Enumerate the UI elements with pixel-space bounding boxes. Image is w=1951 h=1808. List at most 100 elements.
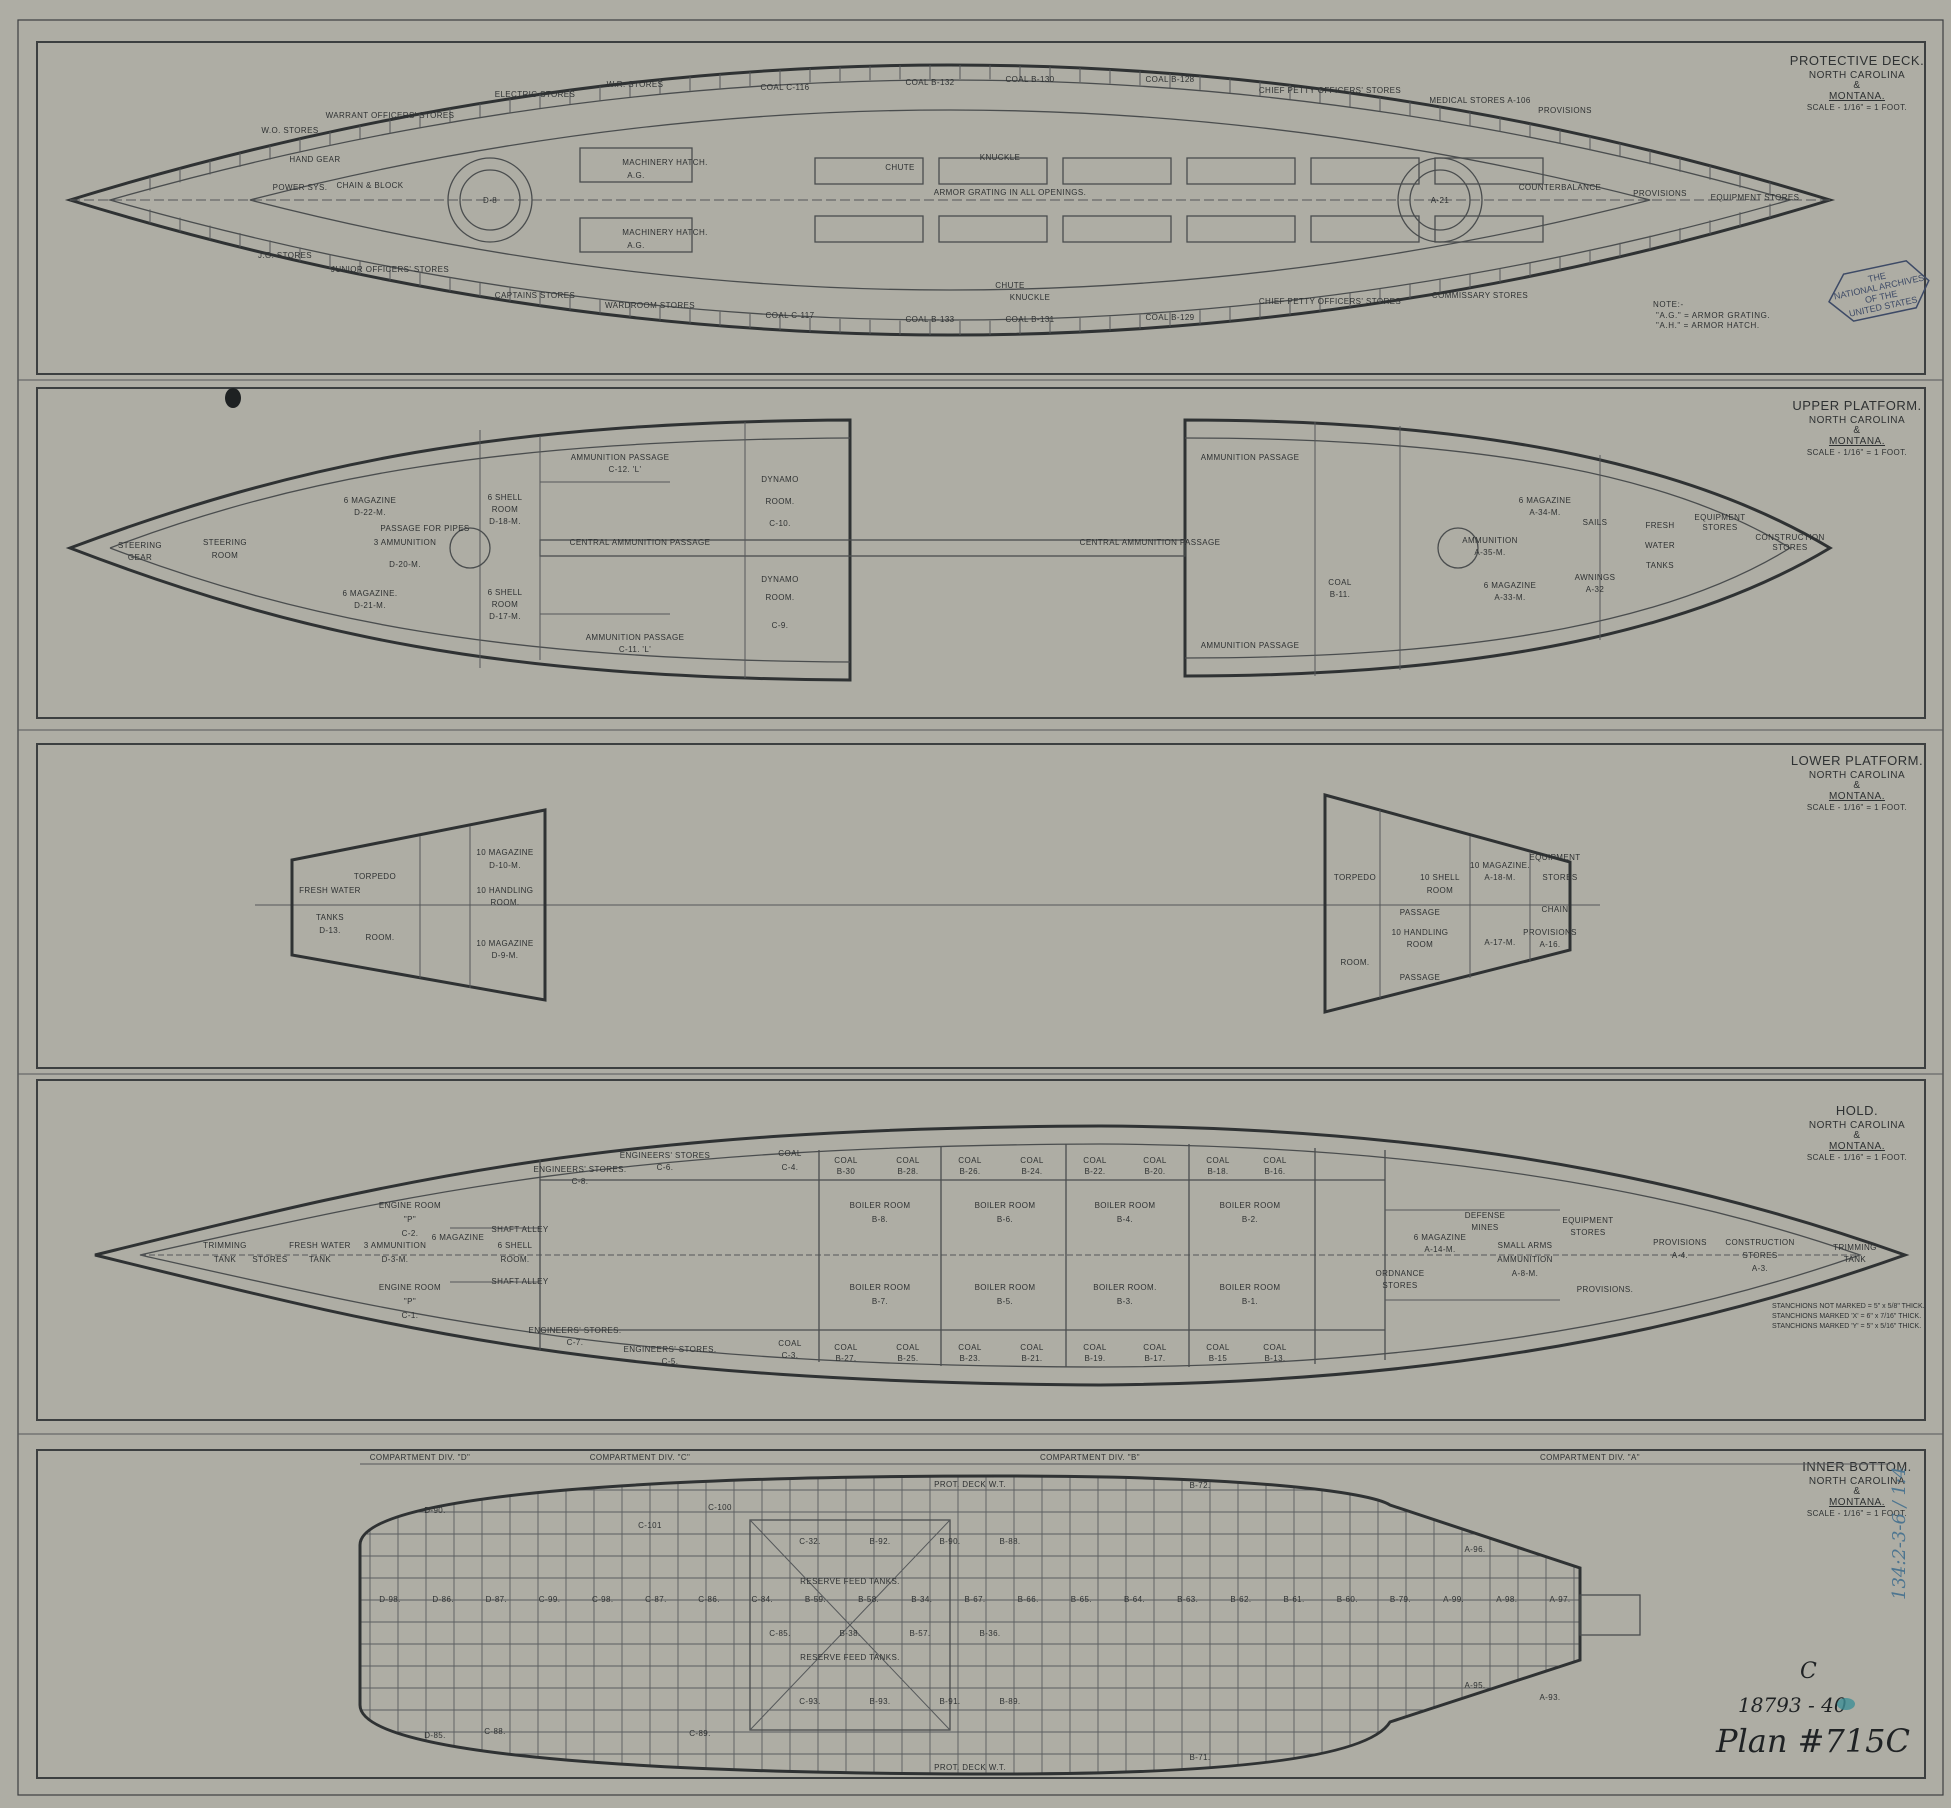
- uptake: [1434, 215, 1544, 243]
- room-label: ROOM: [492, 505, 519, 514]
- room-label: BOILER ROOM: [850, 1201, 911, 1210]
- room-label: C-1.: [402, 1311, 419, 1320]
- ship-name: NORTH CAROLINA: [1809, 1476, 1905, 1487]
- room-label: "P": [404, 1215, 416, 1224]
- room-label: COAL: [778, 1339, 802, 1348]
- room-label: 3 AMMUNITION: [364, 1241, 427, 1250]
- ship-name: MONTANA.: [1829, 1141, 1885, 1152]
- room-label: C-11. 'L': [619, 645, 651, 654]
- panel-frames: [18, 41, 1943, 1779]
- inner-bottom-tank-row: D-98.D-86.D-87.C-99.C-98.C-87.C-86.C-84.…: [379, 1595, 1570, 1604]
- tank-label: D-87.: [486, 1595, 508, 1604]
- room-label: ELECTRIC STORES: [495, 90, 576, 99]
- room-label: 6 SHELL: [488, 493, 523, 502]
- note-armor-grating: "A.G." = ARMOR GRATING.: [1656, 311, 1770, 320]
- room-label: 10 MAGAZINE: [476, 848, 533, 857]
- ampersand: &: [1853, 80, 1860, 91]
- armor-note: NOTE:- "A.G." = ARMOR GRATING. "A.H." = …: [1653, 300, 1770, 330]
- room-label: EQUIPMENT: [1529, 853, 1580, 862]
- scale-label: SCALE - 1/16" = 1 FOOT.: [1807, 1509, 1907, 1518]
- room-label: COAL C-116: [761, 83, 810, 92]
- room-labels-panel-4: ENGINE ROOM"P"C-2.ENGINE ROOM"P"C-1.BOIL…: [203, 1149, 1876, 1366]
- room-label: ENGINEERS' STORES.: [623, 1345, 716, 1354]
- room-label: MINES: [1471, 1223, 1498, 1232]
- room-label: PROVISIONS.: [1577, 1285, 1633, 1294]
- room-label: ENGINEERS' STORES.: [533, 1165, 626, 1174]
- room-label: A-17-M.: [1484, 938, 1515, 947]
- room-label: PROVISIONS: [1633, 189, 1687, 198]
- room-label: COAL: [1263, 1343, 1287, 1352]
- room-label: ENGINEERS' STORES: [620, 1151, 710, 1160]
- tank-label: B-64.: [1124, 1595, 1145, 1604]
- room-label: BOILER ROOM: [1220, 1201, 1281, 1210]
- compartment-label: COMPARTMENT DIV. "B": [1040, 1453, 1140, 1462]
- ship-name: NORTH CAROLINA: [1809, 770, 1905, 781]
- room-label: STORES: [1542, 873, 1577, 882]
- ship-name: MONTANA.: [1829, 91, 1885, 102]
- room-label: B-30: [837, 1167, 856, 1176]
- room-label: 6 MAGAZINE: [344, 496, 396, 505]
- room-label: B-25.: [897, 1354, 918, 1363]
- room-label: B-27.: [835, 1354, 856, 1363]
- tank-label: A-99.: [1443, 1595, 1464, 1604]
- room-label: W.R. STORES: [607, 80, 664, 89]
- tank-label: B-79.: [1390, 1595, 1411, 1604]
- tank-label: B-58.: [858, 1595, 879, 1604]
- scale-label: SCALE - 1/16" = 1 FOOT.: [1807, 1153, 1907, 1162]
- room-label: KNUCKLE: [980, 153, 1021, 162]
- room-label: B-20.: [1144, 1167, 1165, 1176]
- room-label: TORPEDO: [1334, 873, 1376, 882]
- compartment-divisions: COMPARTMENT DIV. "D"COMPARTMENT DIV. "C"…: [370, 1453, 1640, 1462]
- tank-label: C-98.: [592, 1595, 614, 1604]
- room-label: COAL: [834, 1343, 858, 1352]
- room-label: A-14-M.: [1424, 1245, 1455, 1254]
- uptake: [814, 157, 924, 185]
- stanchion-note-line: STANCHIONS MARKED 'X' = 6" x 7/16" THICK…: [1772, 1313, 1921, 1320]
- room-label: COAL: [1020, 1343, 1044, 1352]
- room-label: C-10.: [769, 519, 791, 528]
- room-label: FRESH: [1645, 521, 1674, 530]
- tank-label: C-99.: [539, 1595, 561, 1604]
- uptake: [938, 157, 1048, 185]
- stanchion-note: STANCHIONS NOT MARKED = 5" x 5/8" THICK.…: [1772, 1303, 1925, 1330]
- panel-title-block: LOWER PLATFORM.NORTH CAROLINA&MONTANA.SC…: [1791, 753, 1923, 812]
- room-label: C-89.: [689, 1729, 711, 1738]
- ship-name: NORTH CAROLINA: [1809, 415, 1905, 426]
- room-label: WATER: [1645, 541, 1675, 550]
- ink-blot: [225, 388, 241, 408]
- room-label: CHUTE: [885, 163, 915, 172]
- room-label: A-4.: [1672, 1251, 1688, 1260]
- room-label: STORES: [1570, 1228, 1605, 1237]
- room-label: 6 MAGAZINE.: [342, 589, 397, 598]
- room-label: B-13.: [1264, 1354, 1285, 1363]
- room-label: D-21-M.: [354, 601, 386, 610]
- room-label: TORPEDO: [354, 872, 396, 881]
- room-label: WARDROOM STORES: [605, 301, 695, 310]
- room-label: J.O. STORES: [258, 251, 312, 260]
- ship-name: NORTH CAROLINA: [1809, 70, 1905, 81]
- room-label: CONSTRUCTION: [1725, 1238, 1794, 1247]
- room-label: 6 SHELL: [498, 1241, 533, 1250]
- room-label: B-72.: [1189, 1481, 1210, 1490]
- handwritten-number: 18793 - 40: [1738, 1693, 1847, 1717]
- uptake: [938, 215, 1048, 243]
- room-label: TANKS: [316, 913, 344, 922]
- room-label: ROOM.: [500, 1255, 529, 1264]
- ink-blot: [1837, 1698, 1855, 1710]
- room-label: C-32.: [799, 1537, 821, 1546]
- uptake: [814, 215, 924, 243]
- room-label: COAL B-132: [905, 78, 954, 87]
- room-label: EQUIPMENT STORES: [1711, 193, 1800, 202]
- ship-name: MONTANA.: [1829, 436, 1885, 447]
- tank-label: B-66.: [1018, 1595, 1039, 1604]
- room-label: ROOM.: [765, 593, 794, 602]
- room-label: 10 MAGAZINE: [476, 939, 533, 948]
- room-label: A-16.: [1539, 940, 1560, 949]
- room-label: B-16.: [1264, 1167, 1285, 1176]
- panel-title: INNER BOTTOM.: [1802, 1459, 1912, 1474]
- room-label: D-13.: [319, 926, 341, 935]
- room-label: ROOM.: [365, 933, 394, 942]
- tank-label: A-98.: [1496, 1595, 1517, 1604]
- scale-label: SCALE - 1/16" = 1 FOOT.: [1807, 803, 1907, 812]
